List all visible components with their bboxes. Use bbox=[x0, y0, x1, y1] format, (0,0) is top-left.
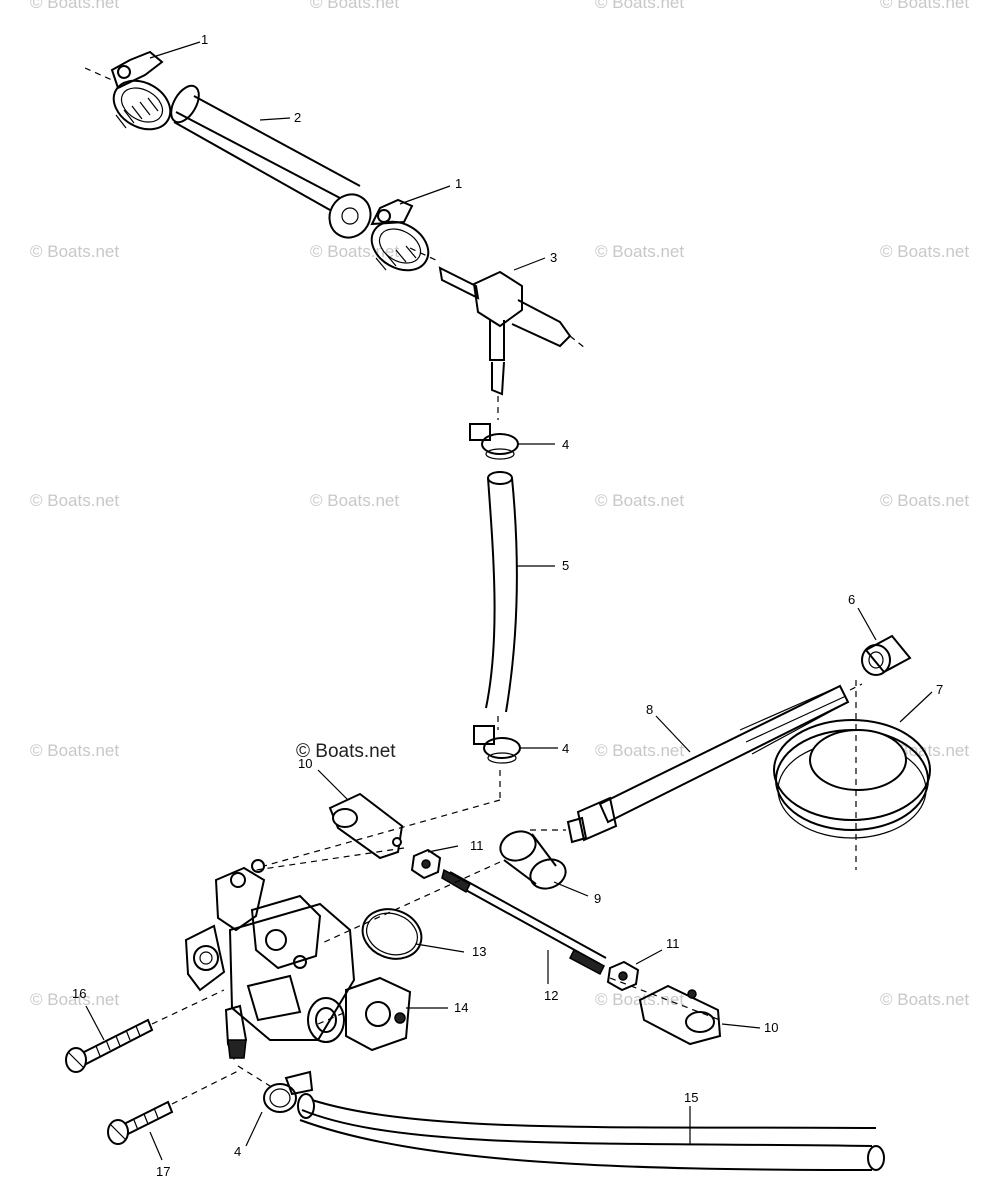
hose-part-2 bbox=[170, 84, 372, 239]
callout-label: 11 bbox=[666, 936, 680, 951]
oil-pump-body bbox=[184, 859, 356, 1061]
callout-label: 2 bbox=[294, 110, 301, 125]
nut-part-11-lower bbox=[606, 960, 640, 992]
callout-label: 6 bbox=[848, 592, 855, 607]
watermark-layer: © Boats.net © Boats.net © Boats.net © Bo… bbox=[30, 0, 969, 1009]
callout-label: 12 bbox=[544, 988, 558, 1003]
watermark: © Boats.net bbox=[310, 491, 399, 510]
watermark: © Boats.net bbox=[30, 741, 119, 760]
callout-label: 8 bbox=[646, 702, 653, 717]
callout-label: 10 bbox=[298, 756, 312, 771]
callout-label: 1 bbox=[455, 176, 462, 191]
nut-part-11-upper bbox=[410, 848, 442, 880]
screw-part-16 bbox=[65, 989, 225, 1073]
callout-label: 1 bbox=[201, 32, 208, 47]
hose-clamp-top bbox=[84, 50, 172, 131]
callout-label: 4 bbox=[562, 741, 569, 756]
callout-label: 7 bbox=[936, 682, 943, 697]
callout-label: 9 bbox=[594, 891, 601, 906]
seal-part-7 bbox=[773, 680, 931, 870]
tee-fitting-part-3 bbox=[409, 247, 586, 420]
watermark: © Boats.net bbox=[595, 491, 684, 510]
assembly-lines bbox=[255, 770, 721, 1025]
screw-part-17 bbox=[107, 1069, 241, 1145]
watermark: © Boats.net bbox=[30, 491, 119, 510]
callout-label: 13 bbox=[472, 944, 486, 959]
watermark: © Boats.net bbox=[595, 0, 684, 12]
link-part-10-upper bbox=[328, 792, 404, 860]
callout-label: 14 bbox=[454, 1000, 468, 1015]
watermark: © Boats.net bbox=[595, 741, 684, 760]
watermark: © Boats.net bbox=[880, 990, 969, 1009]
callout-label: 3 bbox=[550, 250, 557, 265]
rod-part-12 bbox=[441, 868, 607, 976]
watermark-center: © Boats.net bbox=[296, 741, 396, 762]
bushing-part-9 bbox=[499, 830, 567, 890]
watermark: © Boats.net bbox=[30, 0, 119, 12]
small-clamp-upper bbox=[469, 423, 519, 460]
callout-label: 17 bbox=[156, 1164, 170, 1179]
watermark: © Boats.net bbox=[310, 0, 399, 12]
small-clamp-bottom bbox=[237, 1065, 314, 1113]
watermark: © Boats.net bbox=[880, 242, 969, 261]
callout-labels: 1 2 1 3 4 5 6 7 8 4 10 11 9 13 11 12 14 … bbox=[72, 32, 943, 1179]
bushing-part-6 bbox=[861, 634, 912, 676]
watermark: © Boats.net bbox=[880, 491, 969, 510]
callout-label: 10 bbox=[764, 1020, 778, 1035]
callout-label: 16 bbox=[72, 986, 86, 1001]
watermark: © Boats.net bbox=[310, 242, 399, 261]
callout-label: 15 bbox=[684, 1090, 698, 1105]
link-part-10-lower bbox=[638, 984, 722, 1046]
callout-label: 5 bbox=[562, 558, 569, 573]
callout-label: 11 bbox=[470, 838, 484, 853]
callout-leaders bbox=[85, 41, 933, 1161]
hose-clamp-second bbox=[370, 198, 430, 272]
watermark: © Boats.net bbox=[30, 242, 119, 261]
callout-label: 4 bbox=[562, 437, 569, 452]
o-ring-part-13 bbox=[361, 908, 423, 960]
hose-part-5 bbox=[485, 471, 518, 730]
watermark: © Boats.net bbox=[880, 0, 969, 12]
watermark: © Boats.net bbox=[30, 990, 119, 1009]
hose-part-15 bbox=[297, 1093, 885, 1171]
small-clamp-lower bbox=[473, 725, 521, 764]
shaft-part-8 bbox=[530, 683, 863, 844]
watermark: © Boats.net bbox=[595, 242, 684, 261]
callout-label: 4 bbox=[234, 1144, 241, 1159]
cover-part-14 bbox=[345, 976, 412, 1052]
